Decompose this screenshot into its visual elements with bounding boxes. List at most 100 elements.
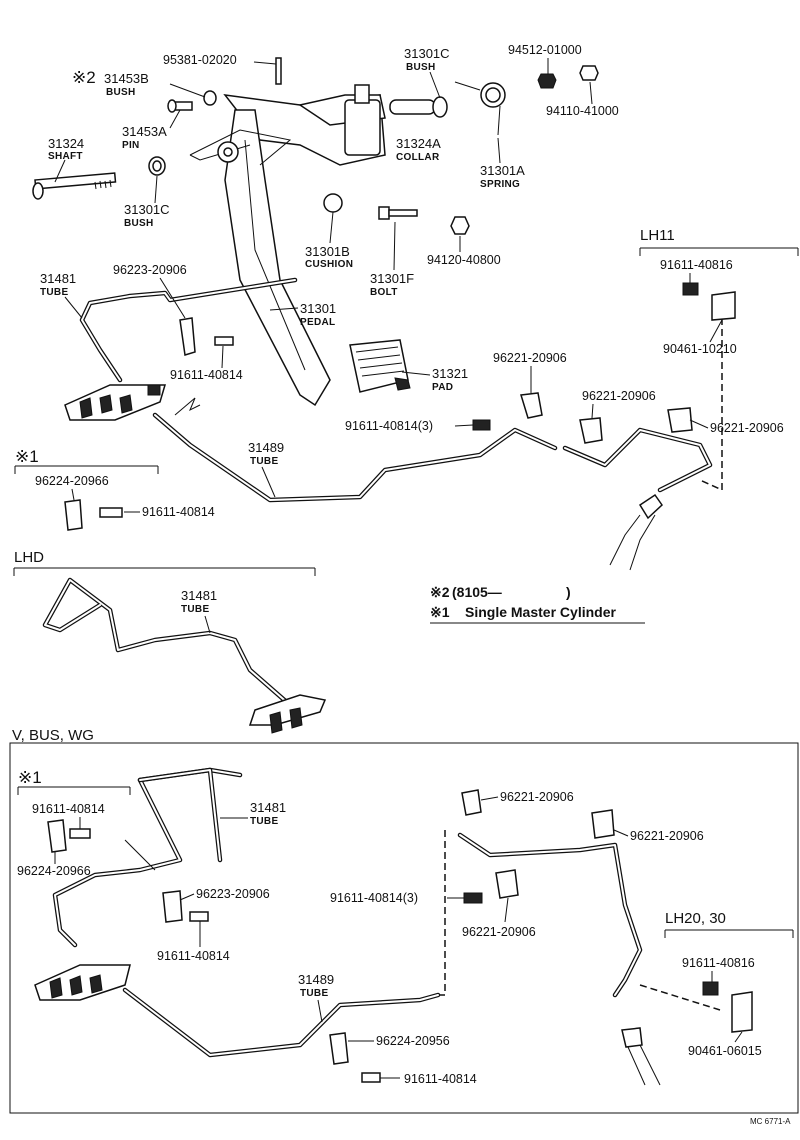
label-96221-b-b: 96221-20906 [630,829,704,843]
label-96223: 96223-20906 [113,263,187,277]
name-31324A: COLLAR [396,152,440,163]
name-31301: PEDAL [300,317,335,328]
label-31301C-b: 31301C [124,202,170,217]
label-94512: 94512-01000 [508,43,582,57]
top-labels: 95381-02020 ※2 31453B BUSH 31453A PIN 31… [40,43,784,498]
name-31489-bottom: TUBE [300,988,328,999]
master-cylinder-artwork [64,384,167,421]
note-2-close: ) [566,584,571,600]
label-31321: 31321 [432,366,468,381]
name-31324: SHAFT [48,151,83,162]
label-31453A: 31453A [122,124,167,139]
name-31301C-a: BUSH [406,62,436,73]
label-31301C-a: 31301C [404,46,450,61]
label-91611-b-a: 91611-40814 [32,802,105,816]
bolt-91611-top [214,336,234,346]
label-96221-c: 96221-20906 [710,421,784,435]
clamp-96221-c [667,407,693,433]
label-96221-a: 96221-20906 [493,351,567,365]
label-31481-bottom: 31481 [250,800,286,815]
bolt-91611-3 [472,419,491,431]
nut-94512-artwork [537,73,557,89]
note-1-text: Single Master Cylinder [465,604,616,620]
note-2-mark: ※2 [430,584,450,600]
label-91611-b-c: 91611-40814(3) [330,891,418,905]
pedal-pad-artwork [349,339,411,393]
name-31301F: BOLT [370,287,398,298]
label-31453B: 31453B [104,71,149,86]
bottom-labels: V, BUS, WG ※1 91611-40814 96224-20966 31… [12,727,762,1086]
inset-single-master-cylinder-top [14,465,159,531]
lhd-section-artwork [13,567,327,734]
label-31301F: 31301F [370,271,414,286]
name-31481-bottom: TUBE [250,816,278,827]
collar-31324A-artwork [389,96,448,118]
pedal-assembly-artwork [32,57,799,571]
note-2-text: (8105— [452,584,502,600]
name-31321: PAD [432,382,453,393]
label-31301A: 31301A [480,163,525,178]
label-94110: 94110-41000 [546,104,619,118]
clip-90461-lh11 [711,291,736,321]
lhd-label: LHD [14,549,44,566]
label-91611-3: 91611-40814(3) [345,419,433,433]
label-31301: 31301 [300,301,336,316]
name-31453B: BUSH [106,87,136,98]
clamp-96221-b [579,417,603,444]
name-31301C-b: BUSH [124,218,154,229]
name-31489: TUBE [250,456,278,467]
label-95381: 95381-02020 [163,53,237,67]
label-91611-a: 91611-40814 [170,368,243,382]
bush-31301C-artwork [148,156,166,176]
label-96221-b-c: 96221-20906 [462,925,536,939]
label-90461: 90461-10210 [663,342,737,356]
clamp-96223-top [179,317,196,356]
label-31481: 31481 [40,271,76,286]
label-31489: 31489 [248,440,284,455]
spring-31301A-artwork [454,81,506,136]
label-31481-lhd: 31481 [181,588,217,603]
pin-31453A-artwork [167,99,193,113]
label-31324A: 31324A [396,136,441,151]
label-31489-bottom: 31489 [298,972,334,987]
label-91611-lh20: 91611-40816 [682,956,755,970]
bolt-95381-artwork [275,57,282,85]
diagram-code: MC 6771-A [750,1117,791,1126]
name-31481-lhd: TUBE [181,604,209,615]
label-90461-lh20: 90461-06015 [688,1044,762,1058]
clamp-96221-a [520,392,543,419]
label-96224-b-b: 96224-20956 [376,1034,450,1048]
bolt-lh11 [682,282,699,296]
bush-31453B-artwork [203,90,217,106]
label-96224-b-a: 96224-20966 [17,864,91,878]
mark-2: ※2 [72,68,96,87]
label-91611-b-b: 91611-40814 [157,949,230,963]
name-31301A: SPRING [480,179,520,190]
lhd-labels: LHD 31481 TUBE [14,549,217,634]
mark-1-top: ※1 [15,447,39,466]
label-94120: 94120-40800 [427,253,501,267]
label-91611-b-d: 91611-40814 [404,1072,477,1086]
v-bus-wg-label: V, BUS, WG [12,727,94,744]
nut-94110-artwork [579,65,599,81]
label-96223-bottom: 96223-20906 [196,887,270,901]
label-31324: 31324 [48,136,84,151]
label-91611-inset: 91611-40814 [142,505,215,519]
label-96221-b: 96221-20906 [582,389,656,403]
label-91611-lh11: 91611-40816 [660,258,733,272]
notes: ※2 (8105— ) ※1 Single Master Cylinder [430,584,645,624]
label-96221-b-a: 96221-20906 [500,790,574,804]
mark-1-bottom: ※1 [18,768,42,787]
name-31481: TUBE [40,287,68,298]
inset-top-labels: ※1 96224-20966 91611-40814 [15,447,215,519]
shaft-31324-artwork [32,172,117,200]
label-31301B: 31301B [305,244,350,259]
lh20-label: LH20, 30 [665,910,726,927]
nut-94120-artwork [450,216,470,235]
bottom-section-artwork [9,742,799,1114]
lh11-label: LH11 [640,227,675,244]
bolt-31301F-artwork [378,206,418,220]
note-1-mark: ※1 [430,604,450,620]
